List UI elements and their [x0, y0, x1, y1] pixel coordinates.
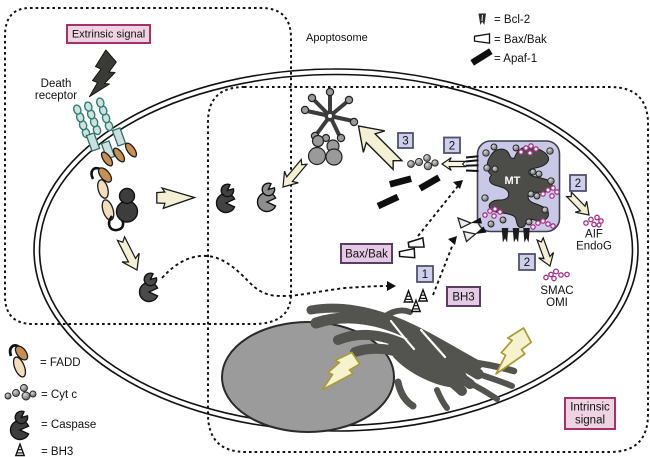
svg-text:2: 2 — [524, 257, 530, 269]
svg-text:OMI: OMI — [546, 297, 568, 309]
svg-text:1: 1 — [422, 269, 428, 281]
svg-text:= FADD: = FADD — [40, 357, 81, 369]
svg-text:= Apaf-1: = Apaf-1 — [494, 53, 537, 65]
svg-text:AIF: AIF — [585, 229, 603, 241]
svg-text:Death: Death — [41, 78, 72, 90]
svg-text:= Caspase: = Caspase — [41, 419, 96, 431]
svg-text:receptor: receptor — [35, 90, 77, 102]
svg-text:2: 2 — [575, 178, 581, 190]
svg-text:= Bcl-2: = Bcl-2 — [494, 14, 530, 26]
svg-text:signal: signal — [575, 415, 605, 427]
svg-text:EndoG: EndoG — [576, 241, 612, 253]
svg-text:MT: MT — [505, 175, 521, 187]
svg-text:2: 2 — [449, 141, 455, 153]
svg-text:BH3: BH3 — [452, 292, 474, 304]
svg-text:Apoptosome: Apoptosome — [306, 32, 368, 44]
svg-text:= Bax/Bak: = Bax/Bak — [494, 34, 547, 46]
svg-text:Intrinsic: Intrinsic — [570, 402, 610, 414]
svg-text:3: 3 — [402, 136, 408, 148]
svg-text:SMAC: SMAC — [540, 285, 573, 297]
svg-text:Extrinsic signal: Extrinsic signal — [72, 29, 145, 41]
svg-text:= BH3: = BH3 — [41, 446, 73, 457]
svg-text:= Cyt c: = Cyt c — [41, 389, 77, 401]
svg-text:Bax/Bak: Bax/Bak — [345, 249, 388, 261]
